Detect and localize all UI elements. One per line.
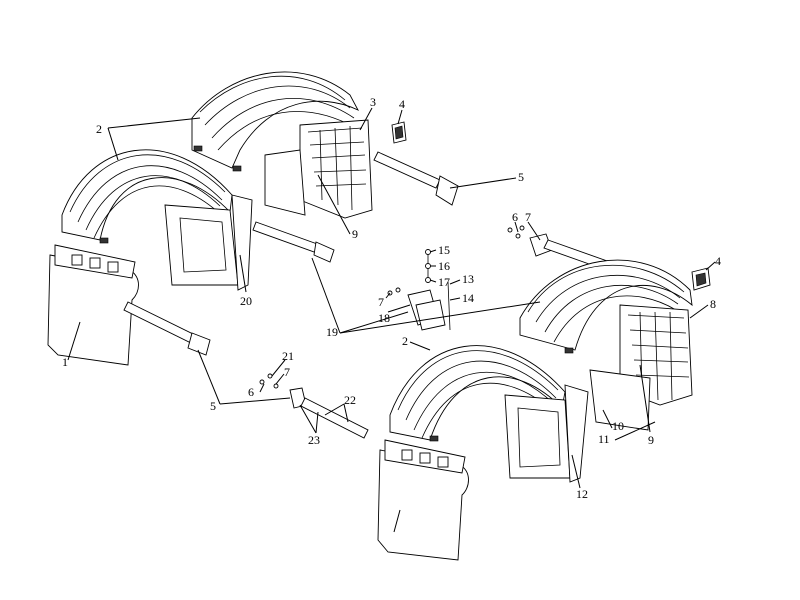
label-22: 22 — [344, 393, 356, 407]
label-7-center: 7 — [378, 295, 384, 309]
mount-tube-left — [252, 221, 335, 263]
fender-left — [61, 149, 233, 244]
axle-tube-lower-center — [289, 387, 369, 439]
label-9-lower: 9 — [648, 433, 654, 447]
axle-tube-lower-left — [123, 301, 211, 356]
bracket-part-4-right — [691, 267, 711, 291]
label-19: 19 — [326, 325, 338, 339]
fender-right-rear — [519, 259, 693, 354]
label-13: 13 — [462, 272, 474, 286]
inner-panel-left — [164, 194, 253, 291]
label-21: 21 — [282, 349, 294, 363]
bracket-part-4-upper — [391, 121, 407, 144]
label-2-lower: 2 — [402, 334, 408, 348]
fender-right-front — [389, 345, 566, 442]
label-23: 23 — [308, 433, 320, 447]
label-4-right: 4 — [715, 254, 721, 268]
center-mount-bracket — [387, 249, 451, 331]
label-20: 20 — [240, 294, 252, 308]
label-6-lower: 6 — [248, 385, 254, 399]
label-14: 14 — [462, 291, 474, 305]
label-5-lower: 5 — [210, 399, 216, 413]
label-3: 3 — [370, 95, 376, 109]
leader-lines — [67, 107, 716, 533]
inner-panel-right — [504, 384, 589, 483]
label-6-upper: 6 — [512, 210, 518, 224]
callout-labels: 2 3 4 5 6 7 9 20 19 15 16 17 13 14 7 18 … — [62, 95, 721, 501]
label-2-upper: 2 — [96, 122, 102, 136]
label-5-upper: 5 — [518, 170, 524, 184]
hardware-21-6-7-lower — [259, 373, 279, 389]
label-15: 15 — [438, 243, 450, 257]
label-17: 17 — [438, 275, 450, 289]
label-12: 12 — [576, 487, 588, 501]
label-1: 1 — [62, 355, 68, 369]
mudflap-left — [47, 244, 139, 366]
label-16: 16 — [438, 259, 450, 273]
fender-upper-rear — [191, 71, 360, 172]
label-7-lower: 7 — [284, 365, 290, 379]
label-7-upper: 7 — [525, 210, 531, 224]
mudflap-right-front — [377, 439, 469, 561]
label-4-upper: 4 — [399, 97, 405, 111]
axle-tube-upper — [373, 151, 459, 206]
label-9-upper: 9 — [352, 227, 358, 241]
label-8: 8 — [710, 297, 716, 311]
mudguard-bracket-upper — [264, 119, 373, 219]
label-11: 11 — [598, 432, 610, 446]
label-10: 10 — [612, 419, 624, 433]
label-18: 18 — [378, 311, 390, 325]
